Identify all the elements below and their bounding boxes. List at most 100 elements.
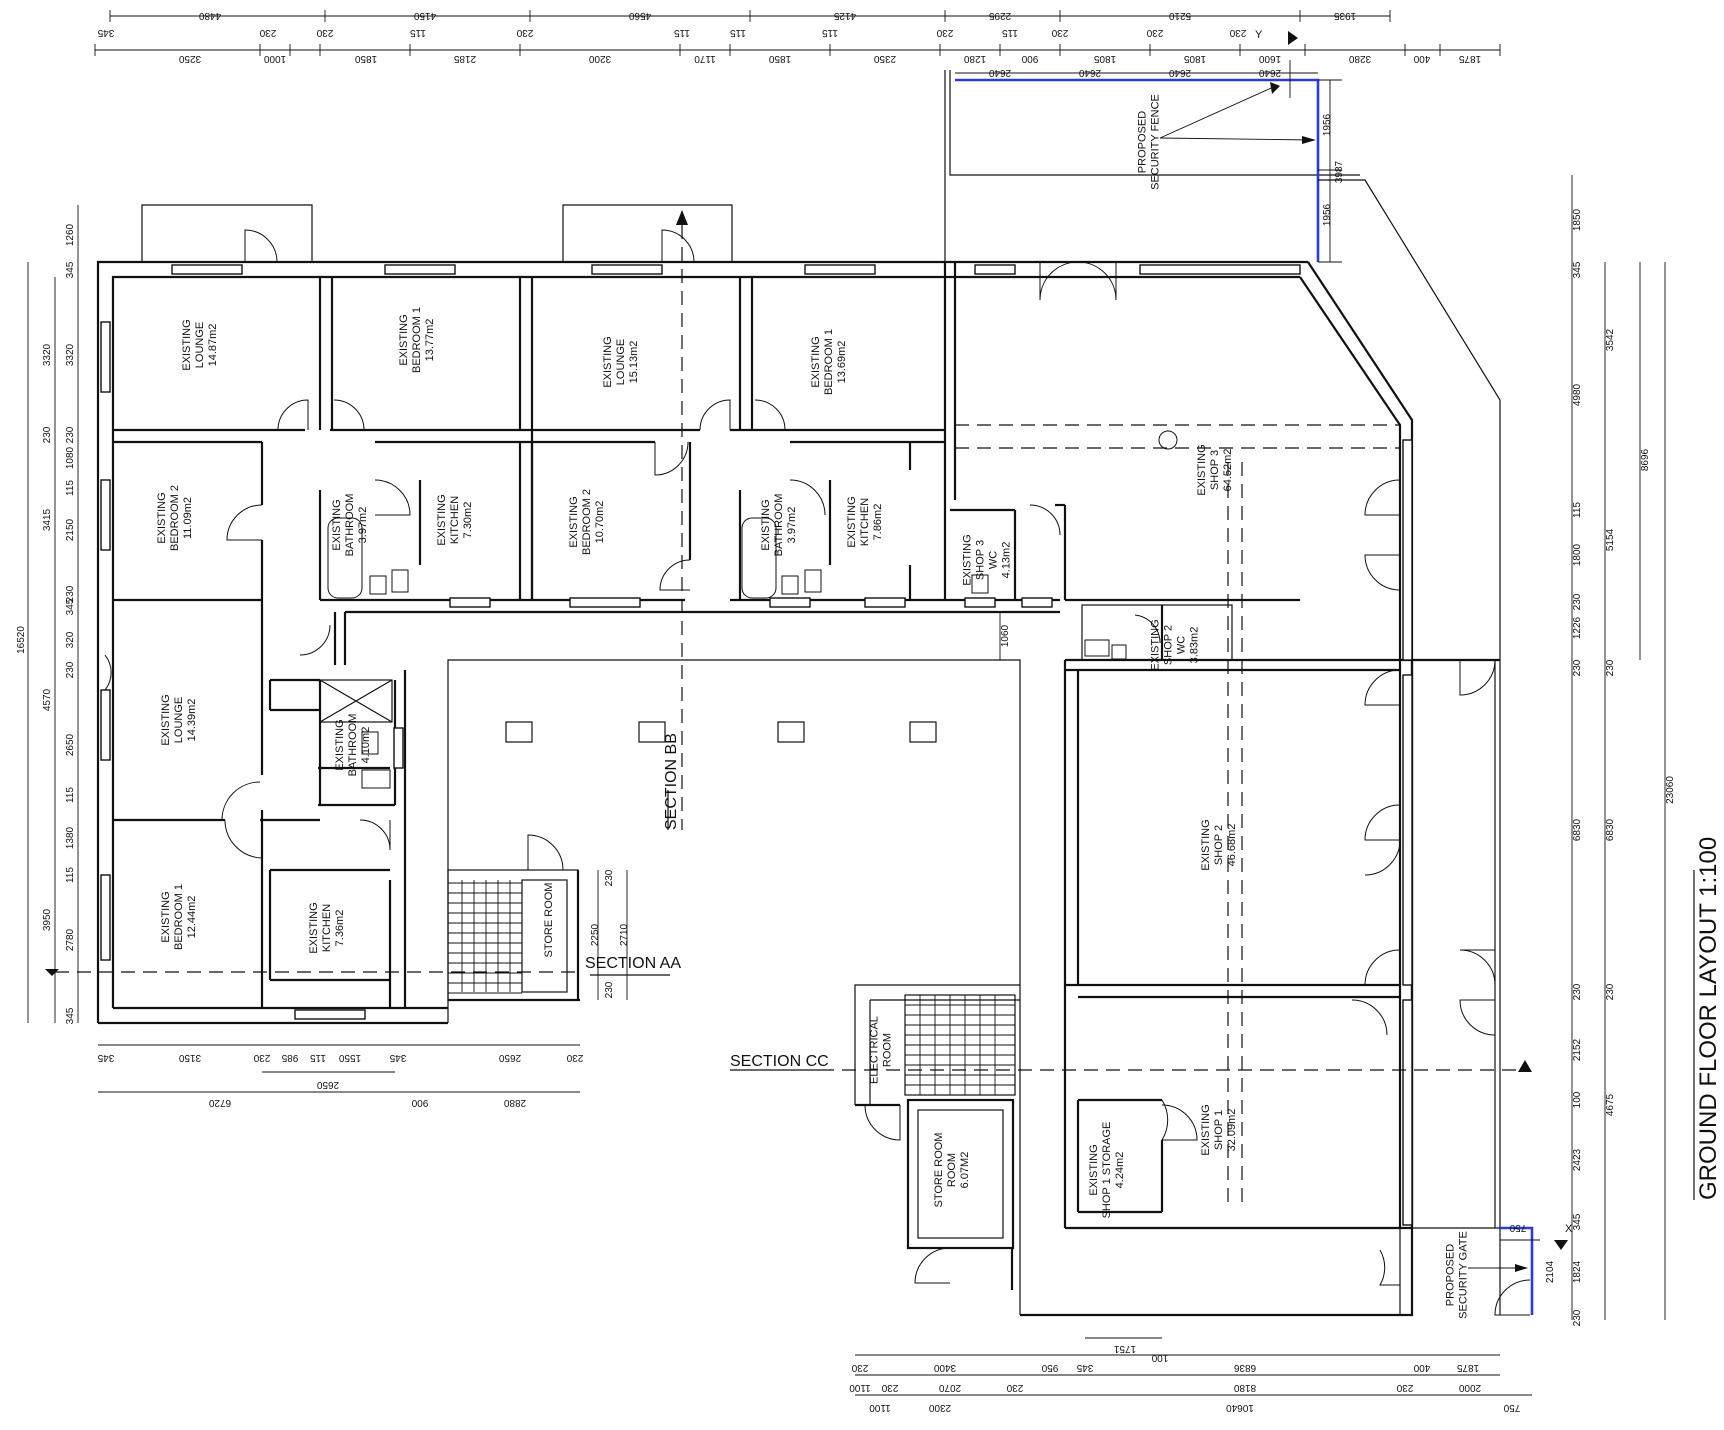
room-label-line: BATHROOM — [347, 714, 359, 777]
left-dimensions: 1260345332023010801152150230345320230265… — [16, 205, 79, 1024]
room-label-line: BEDROOM 1 — [411, 307, 423, 373]
room-label-line: STORE ROOM — [543, 883, 555, 958]
dim-text: 345 — [65, 1007, 76, 1024]
dim-text: 1805 — [1183, 53, 1206, 64]
dim-text: 345 — [1076, 1362, 1093, 1373]
room-label-line: 4.24m2 — [1114, 1152, 1126, 1189]
room-label-line: LOUNGE — [173, 697, 185, 743]
dim-text: 1280 — [963, 53, 986, 64]
dim-text: 6720 — [208, 1097, 231, 1108]
dim-text: 345 — [97, 1052, 114, 1063]
dim-text: 115 — [310, 1052, 326, 1063]
building-walls: X — [96, 179, 1573, 1317]
dim-text: 320 — [65, 631, 76, 648]
dim-text: 8180 — [1233, 1382, 1256, 1393]
room-label-line: 4.10m2 — [360, 727, 372, 764]
axis-marker-y: Y — [1255, 29, 1263, 41]
room-label-line: SHOP 3 — [1209, 450, 1221, 490]
room-label-line: 3.97m2 — [786, 507, 798, 544]
section-cc-label: SECTION CC — [730, 1053, 829, 1070]
dim-text: 6836 — [1233, 1362, 1256, 1373]
dim-text: 2650 — [498, 1052, 521, 1063]
dim-text: 1956 — [1322, 203, 1333, 226]
dim-text: 2150 — [65, 518, 76, 541]
dim-text: 1805 — [1093, 53, 1116, 64]
room-label-line: SECURITY FENCE — [1150, 94, 1162, 190]
room-label-line: 3.83m2 — [1189, 627, 1201, 664]
dim-text: 2650 — [316, 1079, 339, 1090]
drawing-title: GROUND FLOOR LAYOUT 1:100 — [1695, 837, 1722, 1200]
room-label-line: 7.30m2 — [462, 502, 474, 539]
dim-text: 230 — [253, 1052, 270, 1063]
room-label-line: 46.68m2 — [1226, 824, 1238, 867]
room-label-line: SHOP 1 — [1213, 1110, 1225, 1150]
doors — [104, 229, 1531, 1316]
dim-text: 1100 — [869, 1402, 891, 1413]
dim-text: 2640 — [1258, 67, 1281, 78]
room-label-line: 4.13m2 — [1001, 542, 1013, 579]
dim-text: 3400 — [933, 1362, 956, 1373]
room-label-line: SHOP 2 — [1213, 825, 1225, 865]
misc-dimensions: 1060 230 2250 2710 230 750 — [590, 612, 1526, 1233]
dim-text: 10640 — [1226, 1402, 1254, 1413]
dim-text: 2423 — [1572, 1148, 1583, 1171]
dim-text: 1935 — [1333, 10, 1356, 21]
dim-text: 3200 — [588, 53, 611, 64]
dim-text: 230 — [65, 661, 76, 678]
section-lines: SECTION BB SECTION AA SECTION CC — [45, 210, 1532, 1210]
room-label-line: 15.13m2 — [628, 341, 640, 384]
fixtures — [327, 517, 1127, 789]
dim-text: 230 — [1572, 593, 1583, 610]
room-label-line: EXISTING — [962, 534, 974, 585]
dim-text: 1260 — [65, 223, 76, 246]
room-label-line: 32.09m2 — [1226, 1109, 1238, 1152]
room-label-line: BEDROOM 2 — [169, 485, 181, 551]
dim-text: 1875 — [1456, 1362, 1479, 1373]
section-bb-label: SECTION BB — [663, 733, 680, 830]
dim-text: 2000 — [1458, 1382, 1481, 1393]
dim-text: 3950 — [42, 908, 53, 931]
dim-text: 230 — [316, 27, 333, 38]
dim-text: 230 — [516, 27, 533, 38]
dim-text: 2640 — [1078, 67, 1101, 78]
room-label-line: LOUNGE — [194, 322, 206, 368]
dim-text: 8696 — [1640, 448, 1651, 471]
dim-text: 2350 — [873, 53, 896, 64]
room-label-line: 7.86m2 — [872, 504, 884, 541]
dim-text: 950 — [1041, 1362, 1058, 1373]
room-label-line: 10.70m2 — [594, 501, 606, 544]
dim-text: 1000 — [263, 53, 286, 64]
dim-text: 1226 — [1572, 616, 1583, 639]
dim-text: 3320 — [42, 343, 53, 366]
dim-text: 2880 — [503, 1097, 526, 1108]
dim-text: 115 — [822, 27, 838, 38]
dim-text: 1850 — [1572, 208, 1583, 231]
room-label-line: 3.97m2 — [357, 507, 369, 544]
room-label-line: EXISTING — [846, 496, 858, 547]
room-label-line: KITCHEN — [321, 904, 333, 952]
dim-text: 115 — [65, 480, 76, 496]
dim-text: 985 — [281, 1052, 298, 1063]
room-label-line: 14.87m2 — [207, 324, 219, 367]
dim-text: 4570 — [42, 688, 53, 711]
dim-text: 2250 — [590, 923, 601, 946]
dim-text: 230 — [851, 1362, 868, 1373]
room-label-line: 6.07M2 — [959, 1152, 971, 1189]
dim-text: 230 — [881, 1382, 898, 1393]
dim-text: 230 — [604, 869, 615, 886]
room-label-line: BATHROOM — [773, 494, 785, 557]
dim-text: 5210 — [1168, 10, 1191, 21]
dim-text: 230 — [936, 27, 953, 38]
dim-text: 2650 — [65, 733, 76, 756]
room-label-line: 14.39m2 — [186, 699, 198, 742]
dim-text: 230 — [65, 426, 76, 443]
dim-text: 4980 — [1572, 383, 1583, 406]
room-label-line: EXISTING — [160, 891, 172, 942]
dim-text: 1550 — [338, 1052, 361, 1063]
top-dimensions: 4480 4150 4560 4125 2295 5210 1935 345 2… — [94, 10, 1501, 64]
dim-text: 2104 — [1545, 1260, 1556, 1283]
axis-marker-x: X — [1565, 1223, 1573, 1235]
dim-text: 900 — [1021, 53, 1038, 64]
dim-text: 230 — [1572, 1309, 1583, 1326]
dim-text: 230 — [604, 981, 615, 998]
